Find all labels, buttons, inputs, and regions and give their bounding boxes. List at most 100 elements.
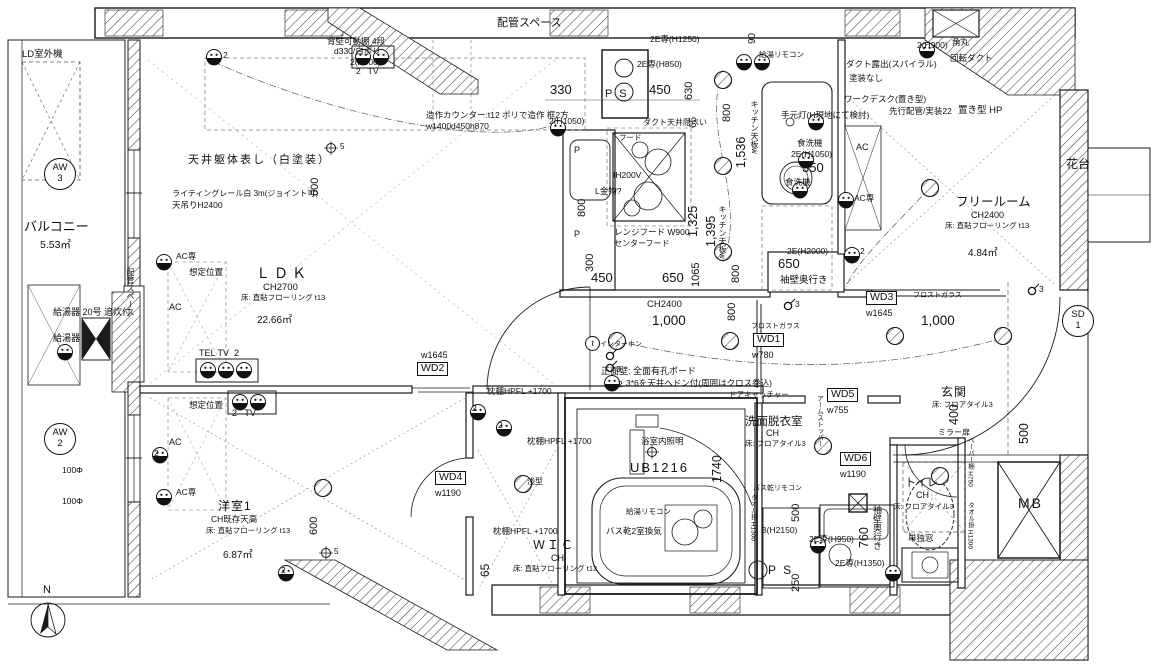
dim-330: 330 bbox=[550, 82, 572, 97]
dim-65-wic: 65 bbox=[478, 563, 492, 577]
outlet-count-a: 2 bbox=[223, 50, 228, 60]
ac-b: AC bbox=[169, 437, 182, 447]
expected-pos-b: 想定位置 bbox=[189, 400, 224, 410]
dim-500-senmen: 500 bbox=[790, 503, 802, 522]
ldk-area: 22.66㎡ bbox=[257, 315, 293, 326]
downlight-5-b: 5 bbox=[334, 547, 339, 556]
wic-name: ＷＩＣ bbox=[533, 538, 576, 552]
tv-2-label-b: 2 TV bbox=[232, 408, 256, 418]
dim-800-kitchen: 800 bbox=[576, 198, 588, 217]
bedroom1-floor: 床: 直貼フローリング t13 bbox=[206, 526, 291, 535]
tel-tv-2-label: TEL TV 2 bbox=[199, 348, 240, 358]
dim-350: 350 bbox=[802, 160, 824, 175]
bath-light-note: 浴室内照明 bbox=[641, 436, 684, 446]
expected-pos-a: 想定位置 bbox=[189, 267, 224, 277]
ac-a: AC bbox=[169, 302, 182, 312]
water-heater-note: 給湯器 20号 追炊付 bbox=[53, 307, 132, 317]
wd6-width: w1190 bbox=[840, 469, 866, 479]
outlet-2-g: 2 bbox=[281, 565, 286, 575]
center-hood-note: センターフード bbox=[614, 239, 670, 248]
placed-hp-note: 置き型 HP bbox=[958, 105, 1003, 116]
outlet-2-h1050-kitchen: 2(H1050) bbox=[549, 116, 585, 126]
free-room-ch: CH2400 bbox=[971, 210, 1005, 220]
outlet-2e-h1250: 2E専(H1250) bbox=[650, 34, 700, 44]
counter-note-2: w1400d450h870 bbox=[426, 121, 489, 131]
wic-ch: CH bbox=[551, 553, 564, 563]
balcony-area: 5.53㎡ bbox=[40, 239, 71, 251]
towel-bar-a: タオル掛 H1300 bbox=[749, 494, 757, 541]
corner-round-note: 角丸 bbox=[952, 37, 970, 47]
shelf-hpfl-2: 枕棚HPFL +1700 bbox=[527, 436, 592, 446]
wd2-width: w1645 bbox=[421, 350, 448, 360]
pull-mark-a: P bbox=[574, 145, 581, 155]
ub-name: UB1216 bbox=[630, 460, 689, 475]
dim-1395: 1,395 bbox=[704, 215, 718, 247]
dim-500-genkan: 500 bbox=[1017, 423, 1031, 444]
mirror-door-note: ミラー扉 bbox=[938, 428, 970, 437]
toilet-floor: 床: フロアタイル3 bbox=[893, 502, 954, 511]
sode-wall-note-b: 袖壁奥行き bbox=[872, 505, 882, 550]
outlet-2e-h950: 2E専(H950) bbox=[809, 534, 854, 544]
dim-650-kitchen: 650 bbox=[662, 270, 684, 285]
front-wall-note-2: 3*6を天井へドン付(周囲はクロス巻込) bbox=[626, 378, 772, 388]
dim-1536: 1,536 bbox=[734, 136, 748, 168]
shelf-hpfl-3: 枕棚HPFL +1700 bbox=[493, 526, 558, 536]
ceiling-structure-note: 天井躯体表し（白塗装） bbox=[188, 154, 331, 166]
dim-630: 630 bbox=[683, 81, 695, 100]
phi-100-b: 100Φ bbox=[62, 496, 83, 506]
kitchen-fixtures bbox=[204, 40, 833, 291]
switch-3-c: 3 bbox=[616, 364, 621, 374]
ps-bottom-label: P S bbox=[768, 563, 794, 577]
switch-3-b: 3 bbox=[1039, 284, 1044, 294]
senmen-ch: CH bbox=[766, 428, 779, 438]
bedroom1-ch: CH既存天高 bbox=[211, 514, 258, 524]
ac-dedicated-b: AC専 bbox=[176, 487, 197, 497]
arm-stopper-note: アームストッパー bbox=[815, 395, 823, 447]
tv-outlet-label-a: 2 TV bbox=[356, 66, 379, 76]
ac-free-room: AC bbox=[856, 142, 869, 152]
outlet-2-d: 2 bbox=[472, 403, 477, 413]
compass-north-label: N bbox=[43, 584, 51, 596]
front-wall-note-1: 正面壁: 全面有孔ボード bbox=[601, 366, 697, 376]
water-heater-remote-top: 給湯リモコン bbox=[759, 50, 804, 59]
genkan-name: 玄関 bbox=[941, 385, 968, 399]
duct-ceiling-note: ダクト天井隠ぺい bbox=[643, 118, 707, 127]
ac-dedicated-free: AC専 bbox=[854, 193, 875, 203]
ps-top-label: P S bbox=[605, 88, 629, 100]
paper-shelf-note: ペーパー棚 H750 bbox=[966, 437, 974, 487]
duct-exposed-note: ダクト露出(スパイラル) bbox=[846, 59, 937, 69]
dishwasher-b: 食洗機 bbox=[785, 177, 811, 187]
wd1-label: WD1 bbox=[753, 333, 785, 348]
pipe-space-left: 配管スペース bbox=[126, 268, 135, 316]
door-tag-sd1: SD 1 bbox=[1062, 305, 1094, 337]
outlet-2e-h1050: 2E(H1050) bbox=[791, 149, 833, 159]
dim-600-ldk: 600 bbox=[309, 177, 321, 196]
ldk-name: ＬＤＫ bbox=[256, 265, 310, 281]
outlet-2e-h2000: 2E(H2000) bbox=[787, 246, 829, 256]
outlet-2-f: 2 bbox=[154, 448, 159, 458]
lighting-rail-note: ライティングレール白 3m(ジョイント可) bbox=[172, 189, 319, 198]
b-h2150-note: B(H2150) bbox=[761, 525, 798, 535]
wd3-label: WD3 bbox=[866, 291, 898, 306]
bedroom1-area: 6.87㎡ bbox=[223, 550, 253, 561]
free-room-name: フリールーム bbox=[956, 195, 1031, 209]
bath-fixtures bbox=[564, 397, 758, 595]
wd2-label: WD2 bbox=[417, 362, 449, 377]
interphone-t-mark: t bbox=[585, 336, 600, 351]
shelf-note-3: 2(H900) bbox=[350, 57, 381, 67]
range-hood-note: レンジフード W900 bbox=[614, 227, 690, 237]
hood-label: フード bbox=[619, 133, 642, 142]
wd6-label: WD6 bbox=[840, 452, 872, 467]
outlet-2e-h850: 2E専(H850) bbox=[637, 59, 682, 69]
outlet-2-h900-b: 2(H900) bbox=[917, 40, 948, 50]
hall-ch: CH2400 bbox=[647, 299, 682, 310]
counter-note-1: 造作カウンター:t12 ポリで造作 框2方 bbox=[426, 110, 569, 120]
ldk-floor: 床: 直貼フローリング t13 bbox=[241, 293, 326, 302]
dim-600-bedroom: 600 bbox=[308, 516, 320, 535]
genkan-floor: 床: フロアタイル3 bbox=[932, 400, 993, 409]
ceiling-hang-note: 天吊りH2400 bbox=[172, 200, 223, 210]
free-room-area: 4.84㎡ bbox=[968, 248, 998, 259]
toilet-name: トイレ bbox=[905, 477, 938, 489]
dim-800-b: 800 bbox=[730, 264, 742, 283]
senmen-floor: 床: フロアタイル3 bbox=[745, 439, 806, 448]
